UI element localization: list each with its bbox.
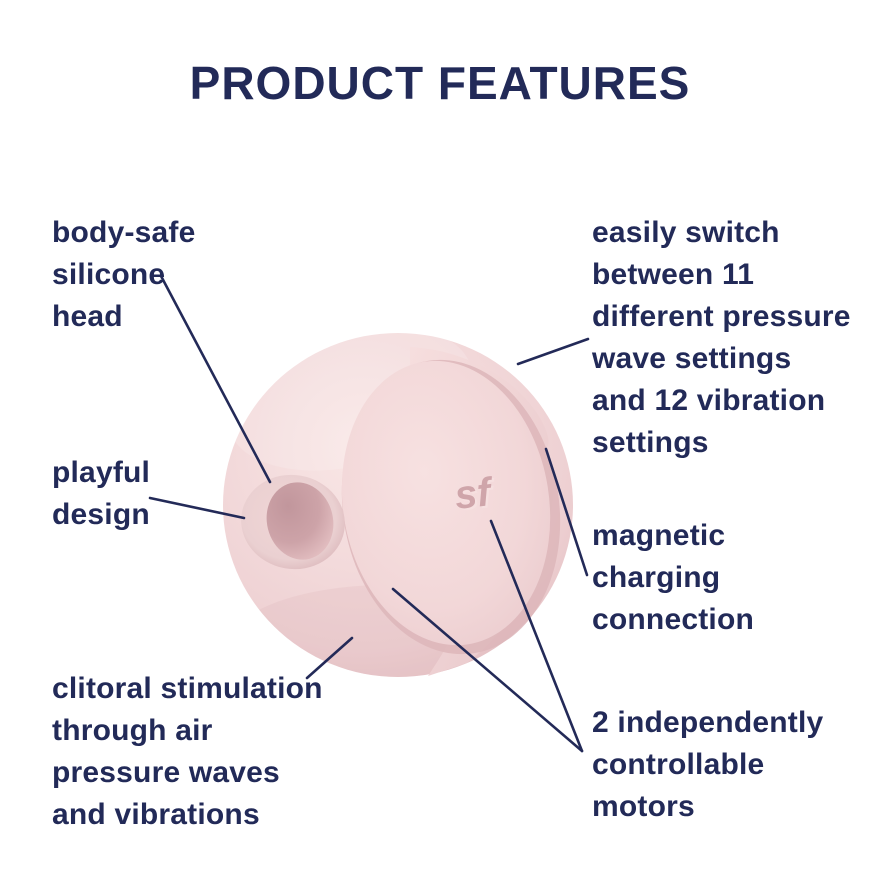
feature-label-independent-motors: 2 independently controllable motors [592,706,824,823]
callout-line-motor-2 [391,587,584,753]
callout-line-magnetic-charging [544,447,589,577]
page-title: PRODUCT FEATURES [189,57,691,109]
feature-label-magnetic-charging: magnetic charging connection [592,519,755,636]
device-opening [241,474,345,570]
device-wing [341,347,561,676]
callout-line-motor-1 [489,519,584,753]
feature-label-playful-design: playful design [52,456,151,531]
feature-label-settings: easily switch between 11 different press… [592,216,851,459]
callout-line-clitoral-stimulation [305,636,354,680]
callout-line-body-safe-head [159,274,272,484]
callout-line-playful-design [148,496,246,520]
callout-lines [148,274,590,753]
feature-label-body-safe-head: body-safe silicone head [52,216,196,333]
callout-line-settings [516,337,590,366]
sf-logo: sf sf [453,470,499,520]
feature-label-clitoral-stimulation: clitoral stimulation through air pressur… [52,672,323,831]
